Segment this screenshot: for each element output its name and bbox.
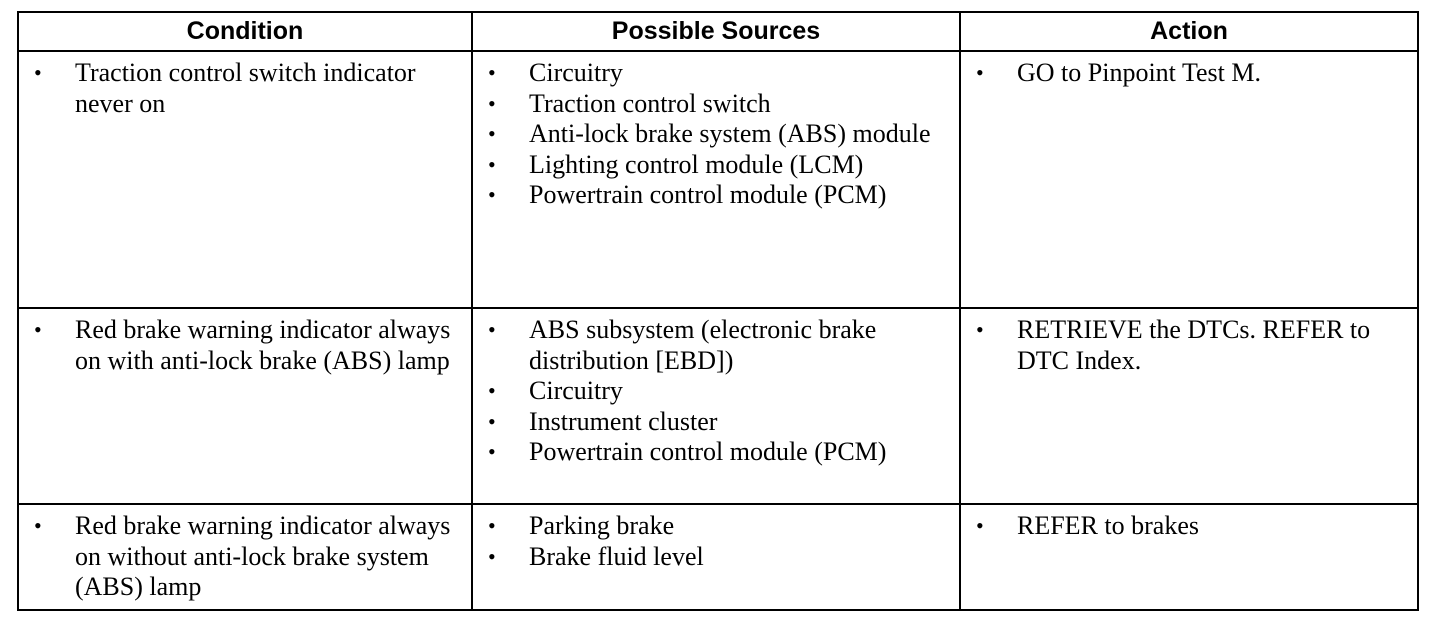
list-item: •Parking brake <box>488 511 675 540</box>
condition-cell: •Red brake warning indicator always on w… <box>17 503 473 611</box>
list-item: •Anti-lock brake system (ABS) module <box>488 119 931 148</box>
list-item: •Powertrain control module (PCM) <box>488 437 887 466</box>
condition-cell: •Traction control switch indicator never… <box>17 50 473 309</box>
list-item: •Circuitry <box>488 376 623 405</box>
action-cell: •GO to Pinpoint Test M. <box>959 50 1419 309</box>
bullet-icon: • <box>488 317 496 342</box>
list-item: •RETRIEVE the DTCs. REFER to DTC Index. <box>976 315 1371 375</box>
list-item: •Circuitry <box>488 58 623 87</box>
bullet-icon: • <box>976 317 984 342</box>
bullet-icon: • <box>976 513 984 538</box>
condition-cell: •Red brake warning indicator always on w… <box>17 307 473 505</box>
bullet-icon: • <box>488 439 496 464</box>
list-item: •Red brake warning indicator always on w… <box>34 511 451 601</box>
list-item: •GO to Pinpoint Test M. <box>976 58 1262 87</box>
bullet-icon: • <box>488 513 496 538</box>
bullet-icon: • <box>488 408 496 434</box>
sources-cell: •ABS subsystem (electronic brake distrib… <box>471 307 961 505</box>
list-item: •Brake fluid level <box>488 541 704 571</box>
bullet-icon: • <box>34 513 42 538</box>
bullet-icon: • <box>488 182 496 207</box>
list-item: •Traction control switch indicator never… <box>34 58 416 118</box>
table-row: •Red brake warning indicator always on w… <box>17 503 1419 611</box>
bullet-icon: • <box>488 543 496 569</box>
action-cell: •RETRIEVE the DTCs. REFER to DTC Index. <box>959 307 1419 505</box>
bullet-icon: • <box>976 60 984 85</box>
list-item: •Red brake warning indicator always on w… <box>34 315 451 375</box>
table-row: •Traction control switch indicator never… <box>17 50 1419 309</box>
list-item: •REFER to brakes <box>976 511 1199 540</box>
bullet-icon: • <box>34 60 42 85</box>
diagnosis-table: Condition Possible Sources Action •Tract… <box>17 11 1419 611</box>
list-item: •Powertrain control module (PCM) <box>488 180 887 209</box>
header-condition: Condition <box>17 11 473 52</box>
action-cell: •REFER to brakes <box>959 503 1419 611</box>
bullet-icon: • <box>488 60 496 85</box>
bullet-icon: • <box>488 121 496 146</box>
table-row: •Red brake warning indicator always on w… <box>17 307 1419 505</box>
header-action: Action <box>959 11 1419 52</box>
header-possible-sources: Possible Sources <box>471 11 961 52</box>
bullet-icon: • <box>488 378 496 403</box>
header-row: Condition Possible Sources Action <box>17 11 1419 52</box>
sources-cell: •Parking brake •Brake fluid level <box>471 503 961 611</box>
list-item: •Lighting control module (LCM) <box>488 149 864 179</box>
list-item: •Instrument cluster <box>488 406 718 436</box>
bullet-icon: • <box>488 90 496 116</box>
bullet-icon: • <box>488 151 496 177</box>
bullet-icon: • <box>34 317 42 342</box>
list-item: •ABS subsystem (electronic brake distrib… <box>488 315 877 375</box>
sources-cell: •Circuitry •Traction control switch •Ant… <box>471 50 961 309</box>
list-item: •Traction control switch <box>488 88 771 118</box>
